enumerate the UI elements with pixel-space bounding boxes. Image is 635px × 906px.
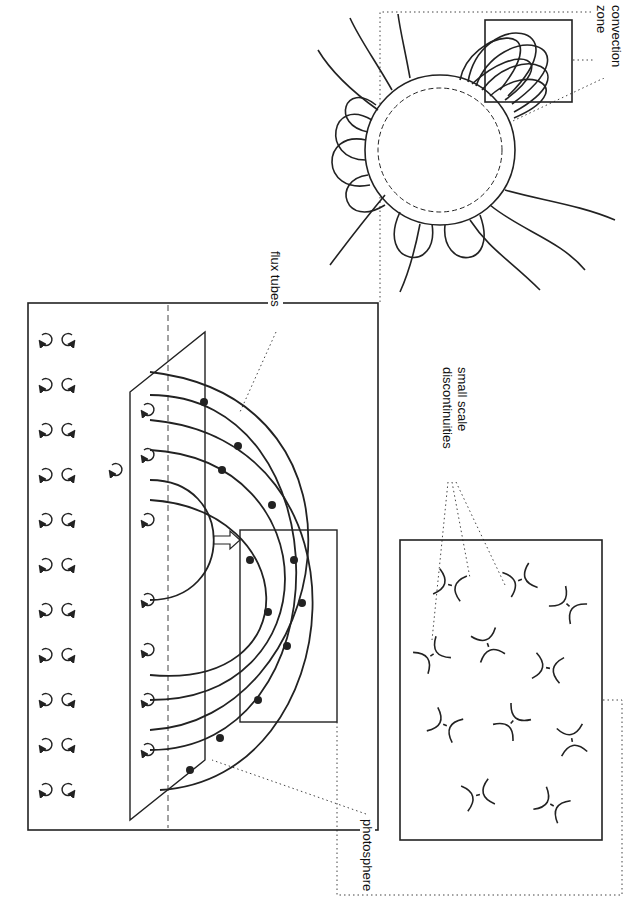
- annotation-label: photosphere: [360, 818, 375, 892]
- annotation-label: flux tubes: [268, 250, 283, 308]
- annotation-label: convection zone: [594, 4, 624, 78]
- annotation-label: small scale discontinuities: [440, 366, 470, 480]
